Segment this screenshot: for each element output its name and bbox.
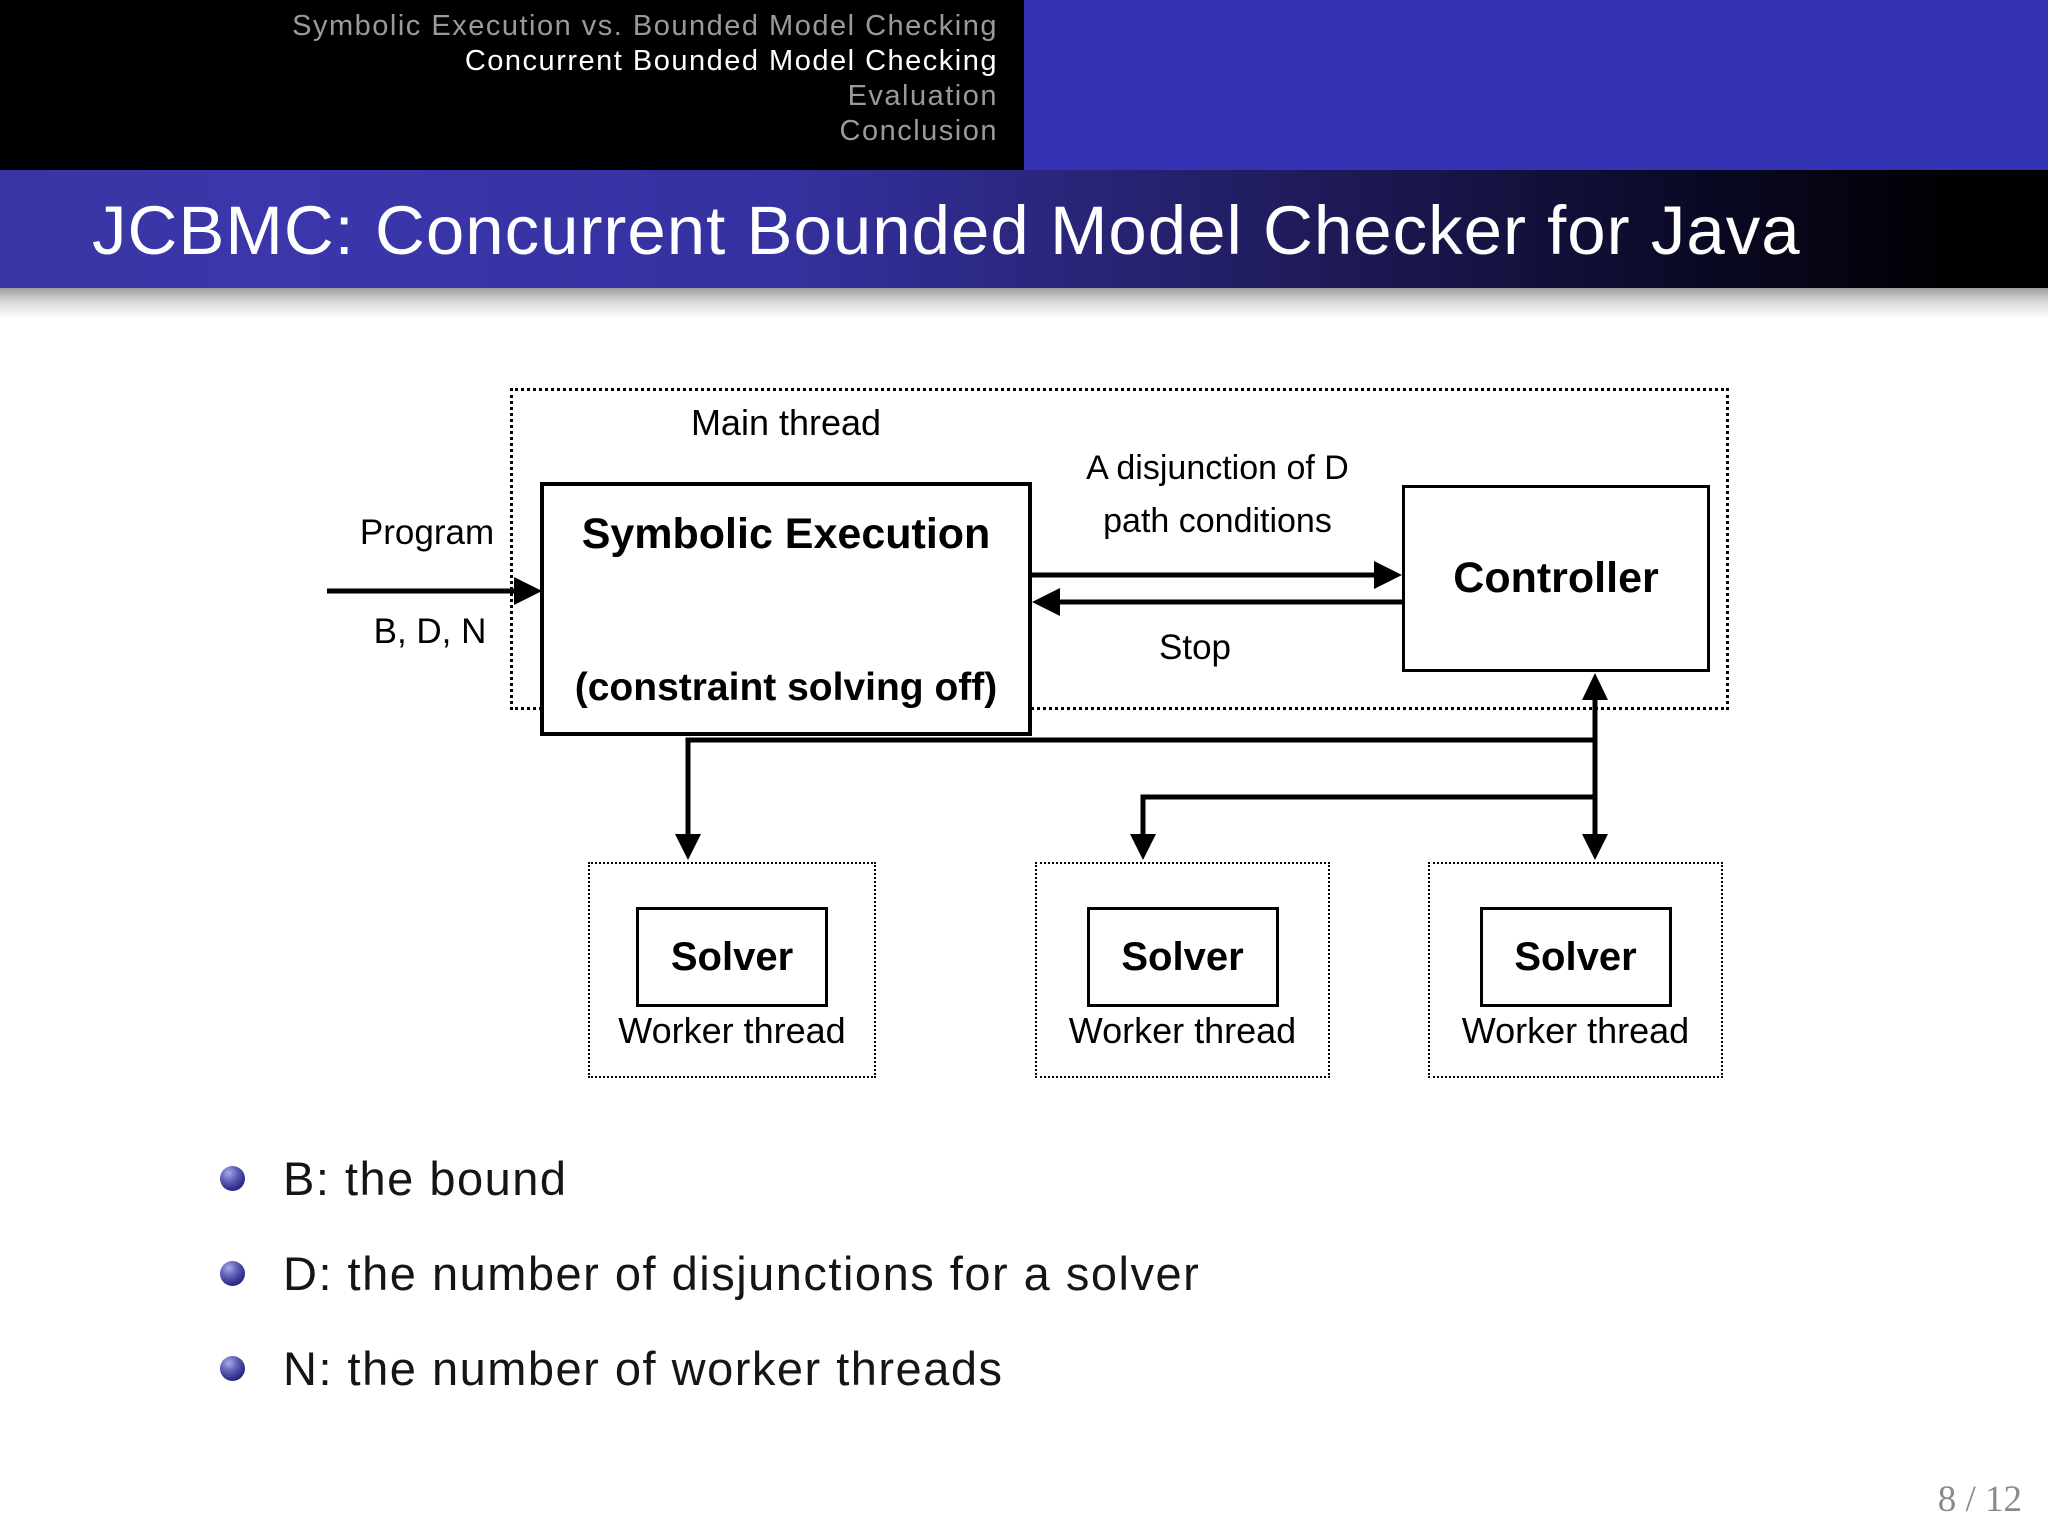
bullet-item-n: N: the number of worker threads [220, 1340, 1003, 1396]
frame-title-bar: JCBMC: Concurrent Bounded Model Checker … [0, 170, 2048, 288]
worker-thread-box-1: Solver Worker thread [588, 862, 876, 1078]
controller-box: Controller [1402, 485, 1710, 672]
bullet-sphere-icon [220, 1260, 245, 1286]
header-section-panel [0, 0, 1024, 170]
header-subsection-panel [1024, 0, 2048, 170]
nav-item-conclusion[interactable]: Conclusion [839, 115, 998, 147]
bullet-text-b: B: the bound [283, 1151, 568, 1205]
solver-box-1: Solver [636, 907, 828, 1007]
frame-title: JCBMC: Concurrent Bounded Model Checker … [92, 192, 1801, 269]
nav-item-evaluation[interactable]: Evaluation [847, 80, 998, 112]
worker-thread-label-3: Worker thread [1461, 1010, 1690, 1051]
worker-thread-box-2: Solver Worker thread [1035, 862, 1330, 1078]
stop-label: Stop [1159, 628, 1231, 667]
solver-box-2: Solver [1086, 907, 1279, 1007]
worker-thread-label-2: Worker thread [1068, 1010, 1297, 1051]
arrowhead-into-worker-3 [1582, 834, 1608, 860]
arrowhead-into-worker-1 [675, 834, 701, 860]
solver-label-3: Solver [1514, 934, 1637, 979]
solver-box-3: Solver [1479, 907, 1672, 1007]
bullet-sphere-icon [220, 1165, 245, 1191]
title-bar-shadow [0, 288, 2048, 318]
bullet-item-d: D: the number of disjunctions for a solv… [220, 1245, 1200, 1301]
bullet-sphere-icon [220, 1355, 245, 1381]
main-thread-label: Main thread [690, 402, 882, 443]
program-input-label: Program [359, 513, 495, 552]
page-number: 8 / 12 [1937, 1479, 2022, 1520]
bullet-text-n: N: the number of worker threads [283, 1341, 1004, 1395]
controller-label: Controller [1453, 554, 1659, 602]
worker-thread-box-3: Solver Worker thread [1428, 862, 1723, 1078]
bullet-text-d: D: the number of disjunctions for a solv… [283, 1246, 1201, 1300]
header: Symbolic Execution vs. Bounded Model Che… [0, 0, 2048, 170]
arrowhead-into-worker-2 [1130, 834, 1156, 860]
disjunction-label-line2: path conditions [1103, 502, 1332, 540]
worker-thread-label-1: Worker thread [618, 1010, 846, 1051]
bdn-input-label: B, D, N [373, 612, 487, 651]
bullet-item-b: B: the bound [220, 1150, 568, 1206]
solver-label-1: Solver [670, 934, 794, 979]
disjunction-label-line1: A disjunction of D [1086, 449, 1349, 487]
symbolic-execution-subtitle: (constraint solving off) [574, 666, 998, 709]
line-controller-branch-2 [1140, 794, 1595, 836]
symbolic-execution-box: Symbolic Execution (constraint solving o… [540, 482, 1032, 736]
solver-label-2: Solver [1121, 934, 1244, 979]
nav-item-symbolic-execution-vs-bmc[interactable]: Symbolic Execution vs. Bounded Model Che… [292, 10, 998, 42]
symbolic-execution-title: Symbolic Execution [581, 510, 991, 558]
section-nav: Symbolic Execution vs. Bounded Model Che… [0, 9, 998, 149]
nav-item-concurrent-bmc-current[interactable]: Concurrent Bounded Model Checking [464, 45, 998, 77]
